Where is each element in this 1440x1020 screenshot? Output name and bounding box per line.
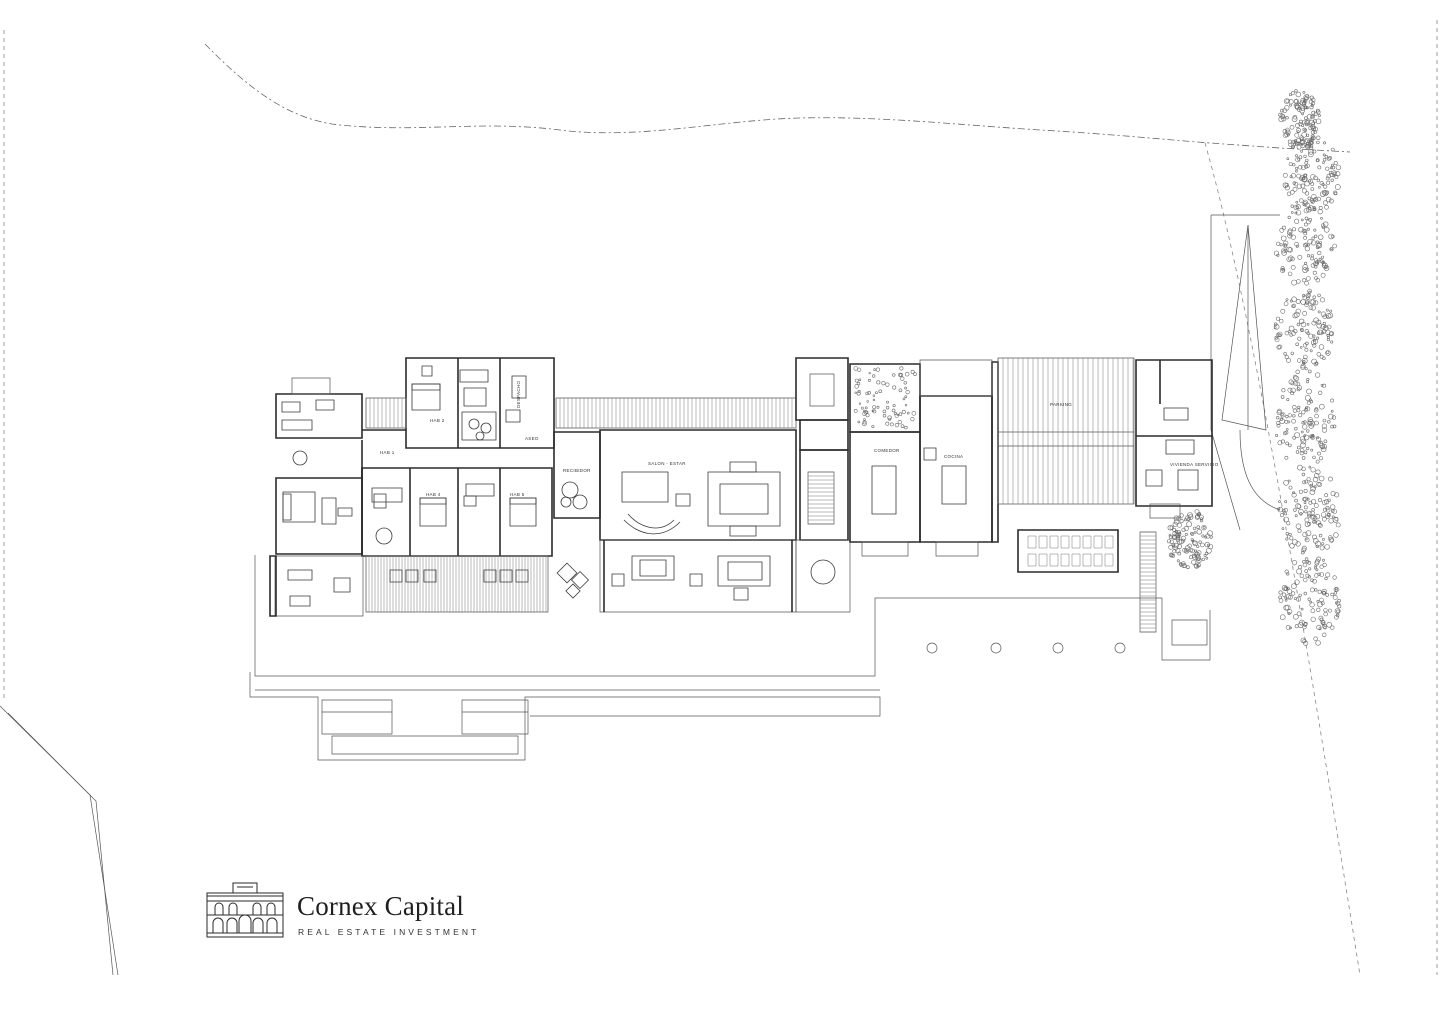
label-hab1: HAB 1 [380, 450, 395, 455]
label-despacho: DESPACHO [516, 380, 521, 408]
site-boundary [0, 20, 1437, 975]
driveway [1211, 215, 1280, 530]
label-aseo: ASEO [525, 436, 539, 441]
label-recibidor: RECIBIDOR [563, 468, 591, 473]
label-hab4: HAB 4 [426, 492, 441, 497]
building [270, 358, 1212, 616]
label-hab2: HAB 2 [430, 418, 445, 423]
label-vivienda: VIVIENDA SERVICIO [1170, 462, 1219, 467]
building-facade-icon [206, 882, 284, 938]
label-hab5: HAB 5 [510, 492, 525, 497]
brand-block: Cornex Capital REAL ESTATE INVESTMENT [205, 877, 505, 939]
label-comedor: COMEDOR [874, 448, 900, 453]
room-labels: HAB 1 HAB 2 HAB 4 HAB 5 DESPACHO ASEO RE… [380, 380, 1219, 497]
label-salon: SALON - ESTAR [648, 461, 686, 466]
tree-line [854, 90, 1341, 646]
brand-tagline: REAL ESTATE INVESTMENT [298, 927, 480, 937]
label-parking: PARKING [1050, 402, 1072, 407]
brand-name: Cornex Capital [297, 891, 465, 921]
terraces [250, 530, 1210, 760]
label-cocina: COCINA [944, 454, 963, 459]
furniture [282, 366, 1198, 606]
